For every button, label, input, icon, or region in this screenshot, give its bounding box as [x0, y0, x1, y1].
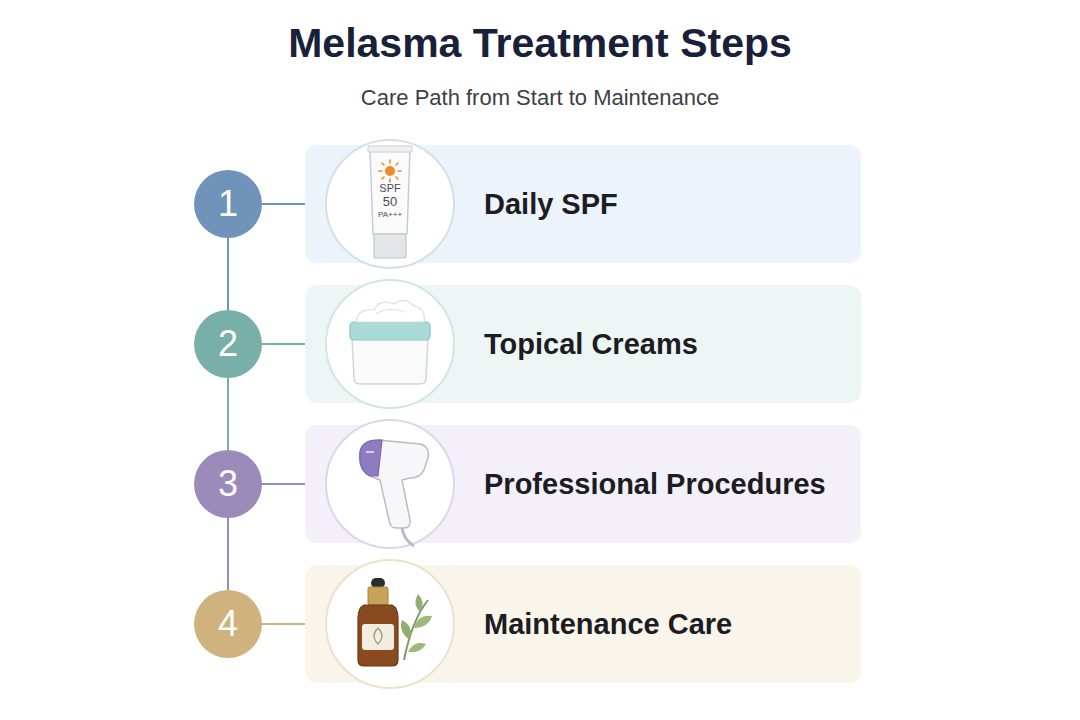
step-label: Maintenance Care — [484, 608, 732, 641]
connector-line — [227, 518, 229, 590]
connector-line — [227, 378, 229, 450]
connector-line — [262, 343, 305, 345]
icon-circle — [326, 140, 454, 268]
step-number: 4 — [218, 603, 238, 645]
step-label: Daily SPF — [484, 188, 618, 221]
step-label: Professional Procedures — [484, 468, 826, 501]
diagram-title: Melasma Treatment Steps — [0, 20, 1080, 67]
step-number-circle: 3 — [194, 450, 262, 518]
subtitle: Care Path from Start to Maintenance — [190, 86, 890, 110]
step-number: 2 — [218, 323, 238, 365]
sunscreen-tube — [368, 146, 412, 258]
icon-frames — [326, 140, 454, 688]
step-label: Topical Creams — [484, 328, 698, 361]
icon-circle — [326, 280, 454, 408]
icon-circle — [326, 560, 454, 688]
cream-jar — [350, 300, 430, 384]
connector-line — [227, 238, 229, 310]
serum-bottle — [358, 578, 432, 666]
tube-print: SPF — [370, 182, 410, 194]
step-number-circle: 1 — [194, 170, 262, 238]
icon-circle — [326, 420, 454, 548]
tube-print: PA+++ — [370, 211, 410, 220]
tube-print: 50 — [370, 195, 410, 209]
connector-line — [262, 623, 305, 625]
step-number: 3 — [218, 463, 238, 505]
step-number-circle: 4 — [194, 590, 262, 658]
laser-device — [360, 440, 429, 546]
connector-line — [262, 203, 305, 205]
step-number-circle: 2 — [194, 310, 262, 378]
connector-line — [262, 483, 305, 485]
step-number: 1 — [218, 183, 238, 225]
